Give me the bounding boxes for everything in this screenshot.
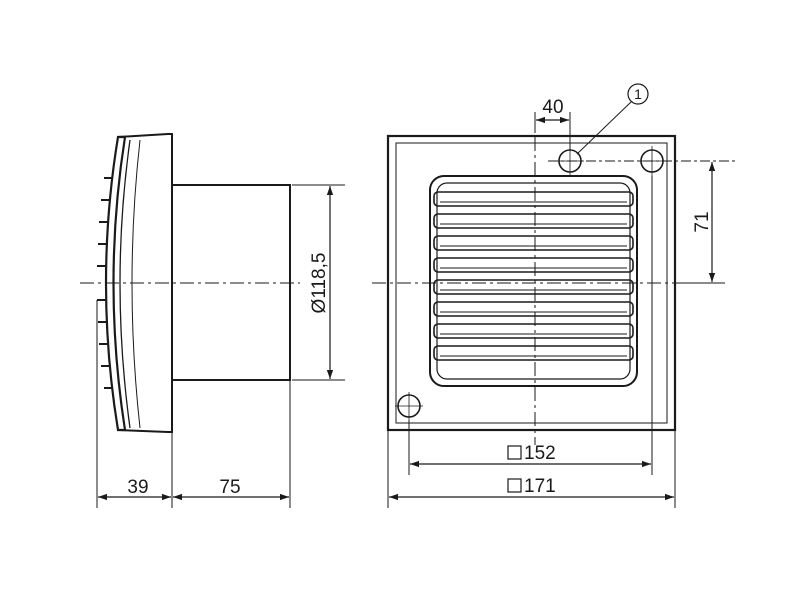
tube-length-label: 75 <box>219 477 240 498</box>
mounting-hole-top-right <box>638 146 666 176</box>
mounting-hole-bottom-left <box>395 392 423 420</box>
front-cover-inner-curve-2 <box>131 139 141 429</box>
grille-frame-inner <box>436 182 631 380</box>
tube-diameter-label: Ø118,5 <box>309 253 330 314</box>
front-depth-label: 39 <box>127 477 148 498</box>
hole-offset-y-label: 71 <box>692 211 713 232</box>
callout-leader <box>576 101 632 155</box>
hole-offset-x-label: 40 <box>542 97 563 118</box>
front-cover-inner-curve <box>119 139 131 429</box>
panel-size-label: 171 <box>524 476 556 497</box>
hole-spacing-label: 152 <box>524 443 556 464</box>
callout-circle <box>627 83 649 105</box>
grille-louvers <box>433 191 634 361</box>
front-cover-notches <box>97 177 112 389</box>
callout-number: 1 <box>634 86 642 102</box>
mounting-hole-top-center <box>556 146 584 176</box>
grille-frame-outer <box>429 175 638 387</box>
front-view: 40 1 71 152 171 <box>372 83 735 508</box>
square-symbol-171 <box>507 478 522 493</box>
side-view: Ø118,5 39 75 <box>80 133 345 508</box>
square-symbol-152 <box>507 445 522 460</box>
